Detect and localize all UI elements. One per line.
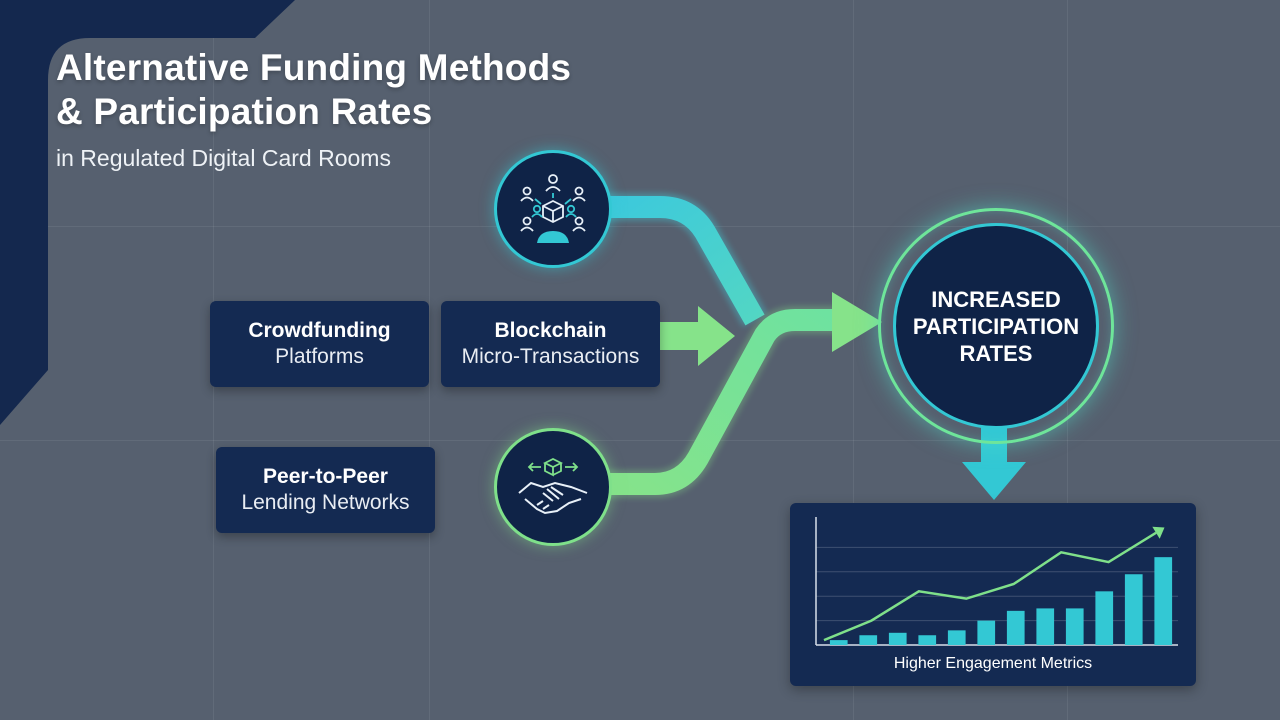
p2p-label: Peer-to-Peer [263, 465, 388, 488]
crowdfunding-label: Crowdfunding [248, 319, 391, 342]
outcome-line3: RATES [959, 340, 1033, 366]
chart-bar [1065, 608, 1084, 645]
outcome-ring [878, 208, 1114, 444]
chart-bar [888, 632, 907, 645]
network-cube-icon-circle [494, 150, 612, 268]
chart-bar [1095, 591, 1114, 645]
grid-line [0, 440, 1280, 441]
crowdfunding-sublabel: Platforms [275, 345, 364, 368]
chart-bar [829, 640, 848, 645]
chart-trend-arrowhead [1152, 526, 1165, 539]
grid-line [853, 0, 854, 720]
outcome-text: INCREASED PARTICIPATION RATES [911, 286, 1081, 367]
title-block: Alternative Funding Methods & Participat… [56, 46, 571, 178]
p2p-box: Peer-to-Peer Lending Networks [216, 447, 435, 533]
page-title-line2: & Participation Rates [56, 91, 433, 132]
blockchain-box: Blockchain Micro-Transactions [441, 301, 660, 387]
grid-line [429, 0, 430, 720]
chart-bar [859, 635, 878, 645]
metrics-panel: Higher Engagement Metrics [790, 503, 1196, 686]
crowdfunding-box: Crowdfunding Platforms [210, 301, 429, 387]
blockchain-sublabel: Micro-Transactions [461, 345, 640, 368]
outcome-circle: INCREASED PARTICIPATION RATES [893, 223, 1099, 429]
outcome-line2: PARTICIPATION [912, 313, 1080, 339]
metrics-chart [815, 517, 1178, 646]
handshake-icon-circle [494, 428, 612, 546]
network-cube-icon [520, 174, 586, 243]
handshake-icon [518, 457, 588, 515]
chart-bar [1006, 610, 1025, 645]
corner-panel [0, 0, 295, 425]
chart-bar [947, 630, 966, 645]
chart-bar [977, 620, 996, 645]
metrics-caption: Higher Engagement Metrics [893, 655, 1093, 672]
blockchain-label: Blockchain [494, 319, 607, 342]
p2p-sublabel: Lending Networks [241, 491, 410, 514]
page-title-line1: Alternative Funding Methods [56, 47, 572, 88]
chart-bar [1036, 608, 1055, 645]
chart-bar [1154, 557, 1173, 645]
grid-line [0, 226, 1280, 227]
page-subtitle: in Regulated Digital Card Rooms [56, 145, 391, 171]
outcome-line1: INCREASED [931, 286, 1061, 312]
chart-trend-line [823, 531, 1157, 642]
chart-bar [918, 635, 937, 645]
chart-bar [1124, 574, 1143, 645]
